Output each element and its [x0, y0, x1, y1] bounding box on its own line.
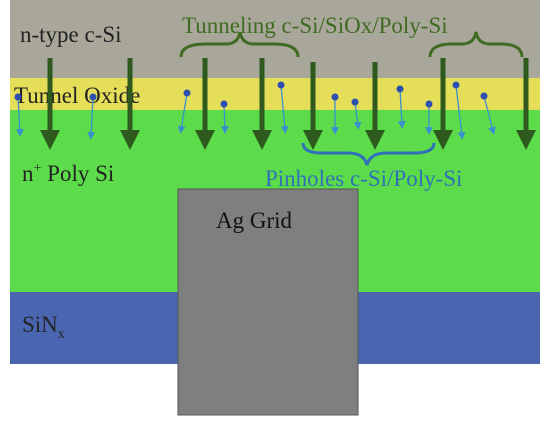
ag-grid-block	[177, 188, 359, 416]
ag-grid-label: Ag Grid	[216, 208, 293, 233]
tunnel-oxide-label: Tunnel Oxide	[14, 83, 140, 108]
sinx-main-text: SiN	[22, 312, 58, 337]
electron-group	[15, 84, 496, 140]
electron-dot	[351, 98, 359, 106]
tunneling-brace-right	[428, 31, 524, 58]
n-plus-superscript: +	[34, 161, 42, 176]
electron-path	[15, 96, 24, 137]
electron-dot	[396, 85, 404, 93]
electron-path	[483, 95, 496, 135]
electron-dot	[89, 93, 97, 101]
tunneling-label: Tunneling c-Si/SiOx/Poly-Si	[182, 13, 448, 38]
electron-path	[353, 101, 362, 130]
electron-dot	[277, 81, 285, 89]
tunneling-brace-left	[179, 31, 300, 58]
electron-path	[177, 92, 188, 134]
tunnel-oxide-layer	[10, 78, 540, 110]
poly-si-label: n+ Poly Si	[22, 161, 114, 186]
electron-dots	[14, 81, 488, 108]
electron-dot	[331, 93, 339, 101]
electron-path	[280, 84, 289, 134]
sinx-label: SiNx	[22, 312, 65, 342]
n-type-si-label: n-type c-Si	[20, 22, 122, 47]
electron-dot	[480, 92, 488, 100]
pinholes-brace	[301, 142, 436, 166]
electron-path	[455, 84, 466, 140]
electron-path	[397, 88, 406, 129]
sinx-subscript: x	[58, 327, 65, 342]
electron-dot	[425, 100, 433, 108]
electron-dot	[220, 100, 228, 108]
electron-dot	[14, 93, 22, 101]
n-plus-label: n	[22, 161, 34, 186]
electron-path	[87, 96, 96, 140]
electron-path	[220, 103, 229, 134]
pinholes-label: Pinholes c-Si/Poly-Si	[265, 166, 462, 191]
n-type-si-layer	[10, 0, 540, 78]
electron-dot	[183, 89, 191, 97]
poly-si-text: Poly Si	[41, 161, 114, 186]
electron-dot	[452, 81, 460, 89]
